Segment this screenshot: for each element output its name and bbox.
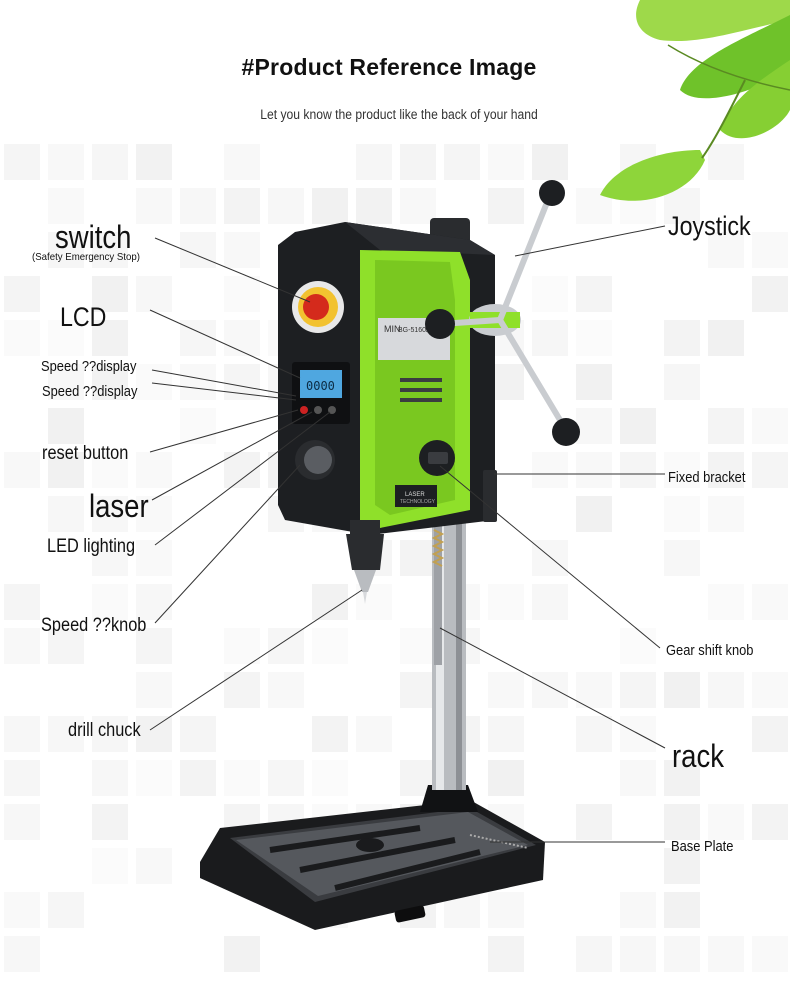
svg-text:TECHNOLOGY: TECHNOLOGY — [400, 499, 436, 505]
page-title: #Product Reference Image — [241, 54, 537, 80]
label-fixed-bracket: Fixed bracket — [668, 469, 746, 486]
emergency-stop-switch — [292, 281, 344, 333]
label-gear-shift-knob: Gear shift knob — [666, 642, 754, 659]
label-speed-knob: Speed ??knob — [41, 615, 147, 636]
drill-chuck — [346, 534, 384, 570]
label-switch: switch — [55, 219, 132, 255]
label-reset-button: reset button — [42, 443, 129, 464]
label-speed-display-2: Speed ??display — [42, 383, 138, 400]
svg-text:MIN: MIN — [384, 324, 401, 334]
callout-lines — [149, 225, 666, 843]
label-switch-note: (Safety Emergency Stop) — [32, 251, 140, 263]
label-joystick: Joystick — [668, 211, 751, 241]
svg-text:LASER: LASER — [405, 492, 425, 498]
page-subtitle: Let you know the product like the back o… — [260, 107, 538, 122]
label-led-lighting: LED lighting — [47, 536, 136, 557]
base-plate — [200, 800, 545, 930]
leaf-icon — [600, 0, 790, 201]
svg-text:BG-5160A: BG-5160A — [398, 327, 431, 334]
label-drill-chuck: drill chuck — [68, 720, 141, 741]
fixed-bracket — [483, 470, 497, 522]
label-speed-display-1: Speed ??display — [41, 358, 137, 375]
svg-text:0000: 0000 — [306, 379, 335, 393]
joystick — [425, 180, 580, 446]
label-lcd: LCD — [60, 302, 107, 332]
label-laser: laser — [89, 488, 149, 524]
label-rack: rack — [672, 738, 724, 774]
label-base-plate: Base Plate — [671, 838, 734, 855]
